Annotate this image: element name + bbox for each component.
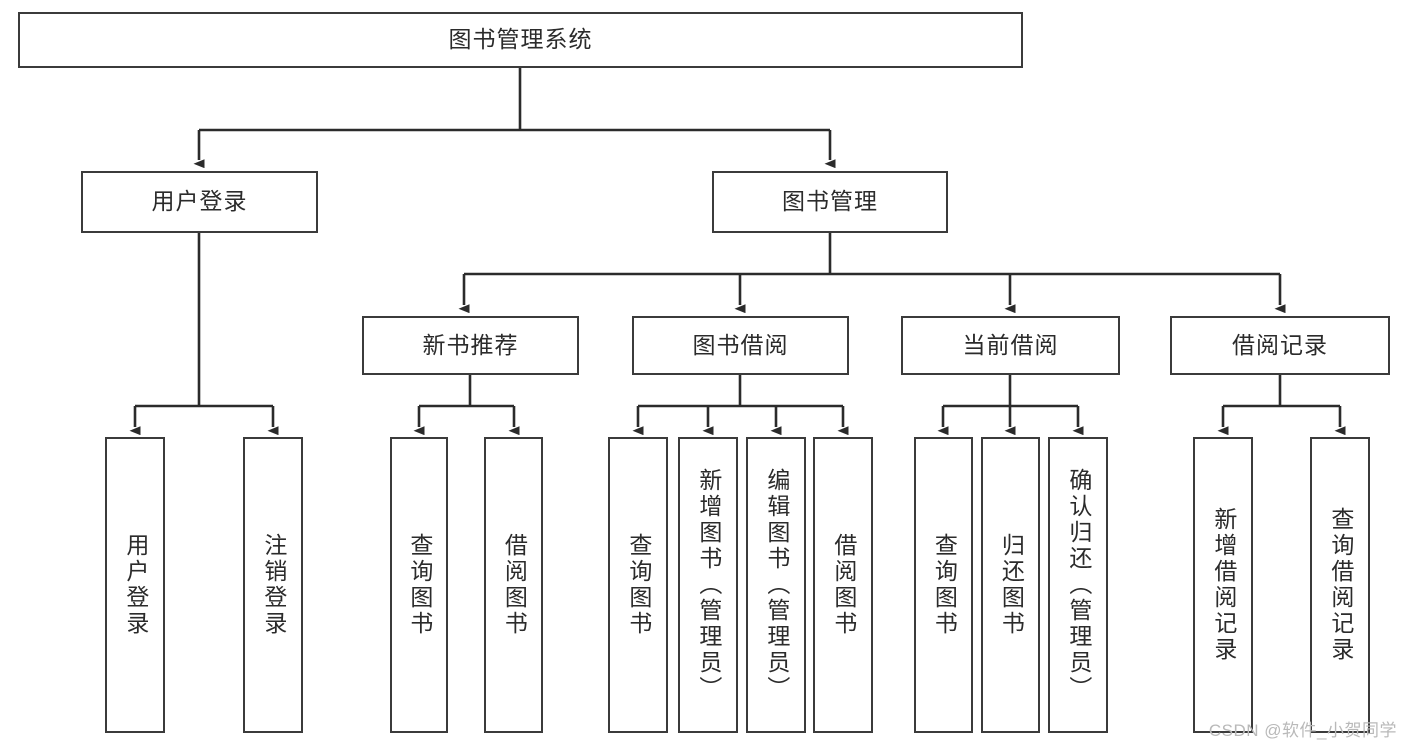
leaf-add-book-admin[interactable]: 新增图书（管理员） <box>678 437 738 733</box>
leaf-confirm-return-admin[interactable]: 确认归还（管理员） <box>1048 437 1108 733</box>
leaf-logout[interactable]: 注销登录 <box>243 437 303 733</box>
leaf-add-borrow-record[interactable]: 新增借阅记录 <box>1193 437 1253 733</box>
leaf-query-books-borrowing[interactable]: 查询图书 <box>608 437 668 733</box>
leaf-user-login[interactable]: 用户登录 <box>105 437 165 733</box>
node-book-management[interactable]: 图书管理 <box>712 171 948 233</box>
node-root[interactable]: 图书管理系统 <box>18 12 1023 68</box>
leaf-return-books[interactable]: 归还图书 <box>981 437 1040 733</box>
node-user-login[interactable]: 用户登录 <box>81 171 318 233</box>
leaf-query-books-recommend[interactable]: 查询图书 <box>390 437 448 733</box>
node-book-borrowing[interactable]: 图书借阅 <box>632 316 849 375</box>
leaf-edit-book-admin[interactable]: 编辑图书（管理员） <box>746 437 806 733</box>
leaf-query-borrow-record[interactable]: 查询借阅记录 <box>1310 437 1370 733</box>
node-borrowing-records[interactable]: 借阅记录 <box>1170 316 1390 375</box>
leaf-query-books-current[interactable]: 查询图书 <box>914 437 973 733</box>
leaf-borrow-books[interactable]: 借阅图书 <box>813 437 873 733</box>
node-new-book-recommendation[interactable]: 新书推荐 <box>362 316 579 375</box>
watermark: CSDN @软件_小贺同学 <box>1208 721 1397 740</box>
leaf-borrow-books-recommend[interactable]: 借阅图书 <box>484 437 543 733</box>
node-current-borrowing[interactable]: 当前借阅 <box>901 316 1120 375</box>
